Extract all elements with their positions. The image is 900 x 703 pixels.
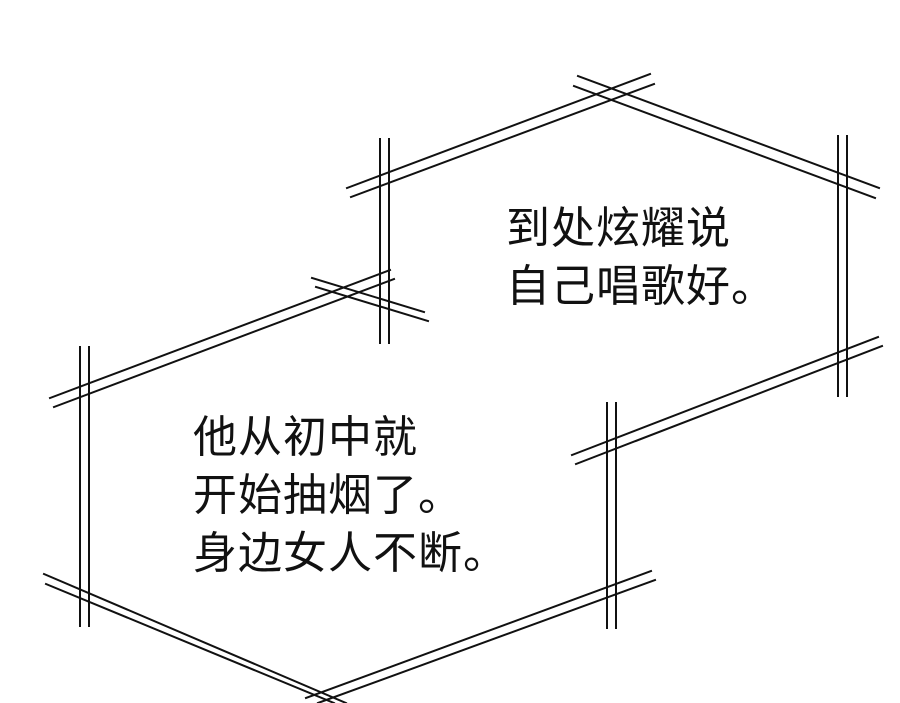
caption-bottom-line-3: 身边女人不断。 <box>193 528 508 579</box>
caption-top-line-1: 到处炫耀说 <box>506 203 731 254</box>
lower-caption-frame <box>42 268 657 703</box>
caption-bottom-line-1: 他从初中就 <box>193 412 418 463</box>
caption-top: 到处炫耀说 自己唱歌好。 <box>506 200 776 316</box>
caption-bottom: 他从初中就 开始抽烟了。 身边女人不断。 <box>193 409 508 583</box>
caption-top-line-2: 自己唱歌好。 <box>506 261 776 312</box>
caption-bottom-line-2: 开始抽烟了。 <box>193 470 463 521</box>
upper-caption-frame <box>310 72 884 466</box>
